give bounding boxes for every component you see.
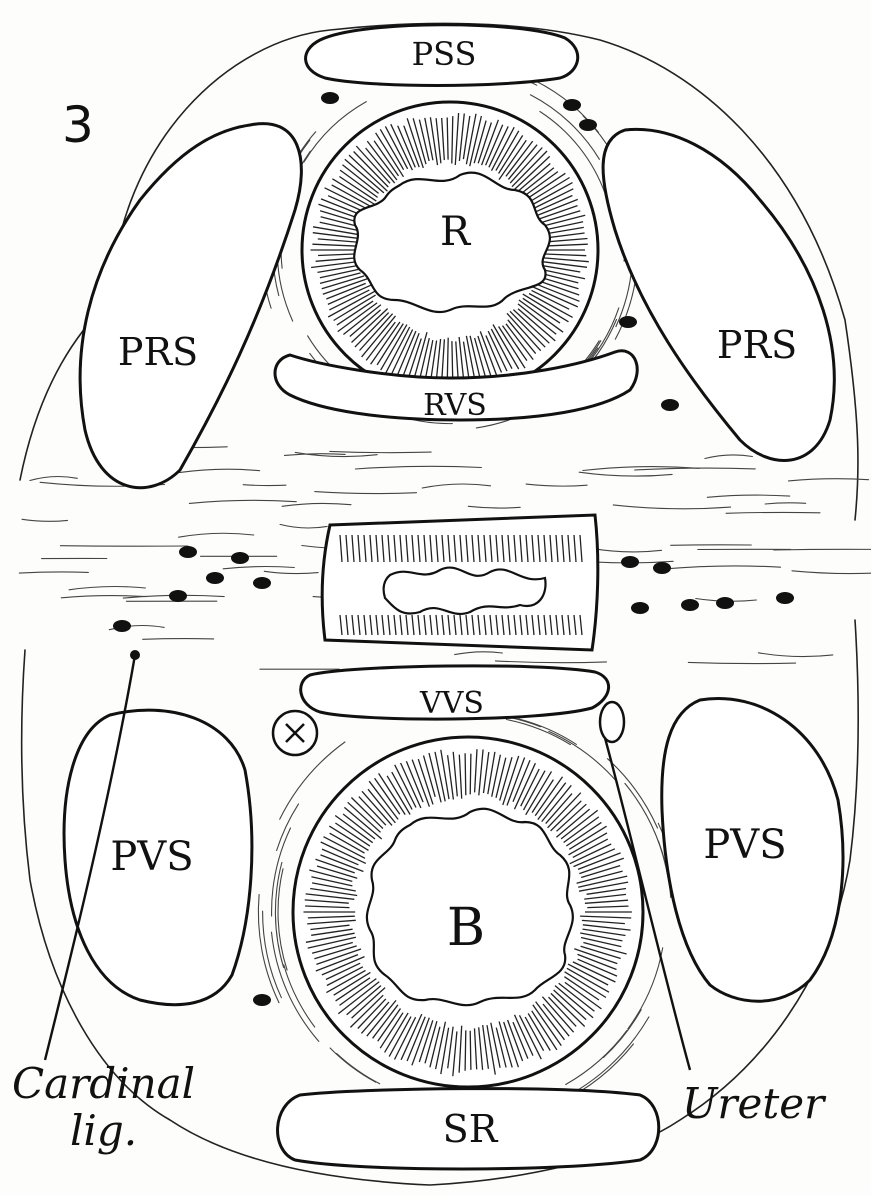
label-pss: PSS	[412, 35, 477, 73]
vessel-dot	[231, 552, 249, 564]
fiber-strand	[591, 548, 661, 552]
label-pvs-right: PVS	[703, 822, 786, 868]
vessel-dot	[253, 994, 271, 1006]
muscle-striation	[447, 118, 448, 160]
vessel-dot	[716, 597, 734, 609]
label-sr: SR	[443, 1107, 499, 1151]
vessel-dot	[113, 620, 131, 632]
vessel-dot	[579, 119, 597, 131]
vessel-dot	[206, 572, 224, 584]
vessel-dot	[321, 92, 339, 104]
fiber-strand	[179, 533, 254, 537]
fiber-strand	[277, 804, 299, 851]
fiber-strand	[455, 652, 503, 655]
fiber-strand	[19, 572, 88, 573]
label-ureter: Ureter	[682, 1079, 827, 1128]
figure-number: 3	[62, 96, 94, 154]
fiber-strand	[705, 455, 753, 459]
fiber-strand	[280, 524, 327, 528]
muscle-striation	[465, 1030, 466, 1070]
fiber-strand	[506, 720, 570, 745]
pararectal-space-left	[80, 124, 301, 488]
vessel-dot	[253, 577, 271, 589]
vessel-dot	[619, 316, 637, 328]
cardinal-ligament-pointer-dot	[130, 650, 140, 660]
fiber-strand	[495, 661, 606, 663]
fiber-strand	[422, 484, 490, 488]
vessel-dot	[653, 562, 671, 574]
fiber-strand	[282, 503, 351, 506]
muscle-striation	[465, 753, 466, 795]
muscle-striation	[470, 754, 471, 795]
fiber-strand	[615, 273, 636, 340]
fiber-strand	[179, 469, 260, 472]
fiber-strand	[22, 519, 68, 521]
fiber-strand	[143, 639, 214, 640]
pararectal-space-right	[603, 129, 834, 460]
label-vvs: VVS	[419, 686, 484, 721]
fiber-strand	[774, 549, 871, 550]
fiber-strand	[315, 492, 417, 494]
vessel-dot	[621, 556, 639, 568]
fiber-strand	[355, 466, 481, 469]
fiber-strand	[258, 895, 279, 1003]
fiber-strand	[330, 451, 431, 452]
label-prs-left: PRS	[118, 330, 198, 374]
fiber-strand	[278, 869, 287, 970]
vessel-dot	[563, 99, 581, 111]
fiber-strand	[69, 587, 145, 590]
label-pvs-left: PVS	[110, 834, 193, 880]
fiber-strand	[726, 512, 820, 513]
fiber-strand	[223, 567, 294, 569]
fiber-strand	[758, 653, 832, 657]
label-rectum: R	[440, 209, 472, 255]
fiber-strand	[272, 828, 291, 916]
fiber-strand	[526, 484, 587, 486]
vessel-dot	[661, 399, 679, 411]
fiber-strand	[613, 505, 730, 509]
label-cardinal-ligament-line2: lig.	[70, 1106, 137, 1155]
vessel-dot	[776, 592, 794, 604]
label-bladder: B	[447, 898, 485, 958]
fiber-strand	[792, 571, 871, 574]
vessel-dot	[681, 599, 699, 611]
fiber-strand	[789, 479, 869, 481]
fiber-strand	[30, 476, 77, 480]
fiber-strand	[688, 662, 795, 663]
vessel-dot	[631, 602, 649, 614]
vessel-dot	[179, 546, 197, 558]
label-cardinal-ligament-line1: Cardinal	[12, 1059, 195, 1108]
label-rvs: RVS	[423, 388, 487, 423]
muscle-striation	[470, 1031, 471, 1070]
label-prs-right: PRS	[717, 323, 797, 367]
fiber-strand	[579, 472, 672, 476]
fiber-strand	[264, 571, 318, 573]
fiber-strand	[765, 503, 806, 504]
fiber-strand	[243, 485, 286, 486]
vessel-dot	[169, 590, 187, 602]
fiber-strand	[665, 566, 781, 569]
fiber-strand	[468, 506, 520, 508]
ureter-tube	[600, 702, 624, 742]
fiber-strand	[189, 500, 296, 503]
fiber-strand	[707, 495, 789, 497]
